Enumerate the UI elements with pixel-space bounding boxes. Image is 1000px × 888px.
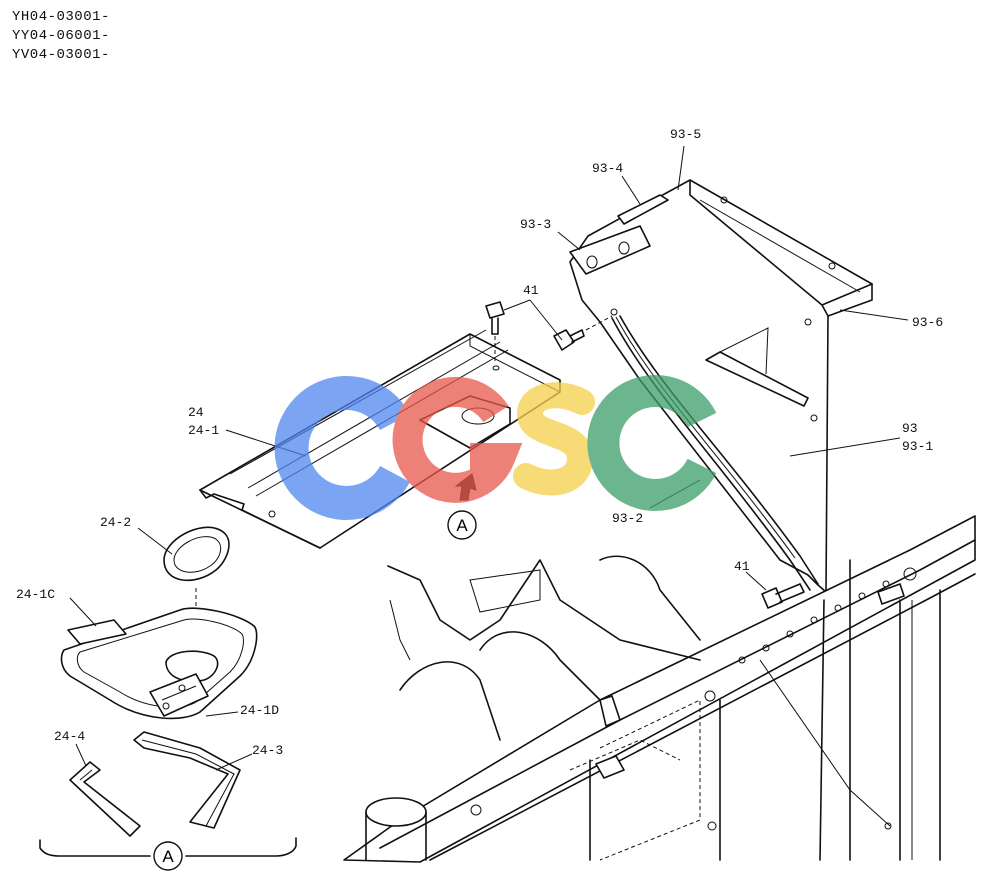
leader-lines bbox=[69, 145, 909, 771]
watermark-letter-c1 bbox=[274, 376, 410, 520]
callout-24: 24 bbox=[188, 405, 204, 420]
callout-24-3: 24-3 bbox=[252, 743, 284, 758]
svg-text:A: A bbox=[456, 516, 468, 535]
callout-93-6: 93-6 bbox=[912, 315, 944, 330]
watermark-letter-c2 bbox=[587, 375, 717, 511]
bolt-41-a bbox=[485, 301, 505, 364]
watermark-letter-g bbox=[392, 376, 523, 503]
callout-24-1C: 24-1C bbox=[16, 587, 56, 602]
callout-24-4: 24-4 bbox=[54, 729, 86, 744]
view-marker-a-upper: A bbox=[447, 510, 477, 540]
watermark-cgsc bbox=[274, 375, 717, 520]
callout-41-top: 41 bbox=[523, 283, 539, 298]
callout-93-5: 93-5 bbox=[670, 127, 702, 142]
watermark-letter-s bbox=[513, 382, 595, 496]
callout-93: 93 bbox=[902, 421, 918, 436]
serial-number-1: YH04-03001- bbox=[12, 9, 110, 25]
detail-a-window-assembly bbox=[39, 526, 297, 857]
svg-text:A: A bbox=[162, 847, 174, 866]
serial-number-2: YY04-06001- bbox=[12, 28, 110, 44]
serial-number-3: YV04-03001- bbox=[12, 47, 110, 63]
callout-24-2: 24-2 bbox=[100, 515, 132, 530]
callout-93-3: 93-3 bbox=[520, 217, 552, 232]
callout-24-1D: 24-1D bbox=[240, 703, 280, 718]
callout-93-1: 93-1 bbox=[902, 439, 934, 454]
callout-93-4: 93-4 bbox=[592, 161, 624, 176]
callout-93-2: 93-2 bbox=[612, 511, 644, 526]
callout-24-1: 24-1 bbox=[188, 423, 220, 438]
view-marker-a-lower: A bbox=[153, 841, 183, 871]
callout-41-bottom: 41 bbox=[734, 559, 750, 574]
panel-93 bbox=[569, 179, 873, 593]
chassis-frame bbox=[343, 515, 976, 863]
bolt-41-b bbox=[553, 315, 613, 351]
bolt-41-c bbox=[761, 583, 805, 609]
